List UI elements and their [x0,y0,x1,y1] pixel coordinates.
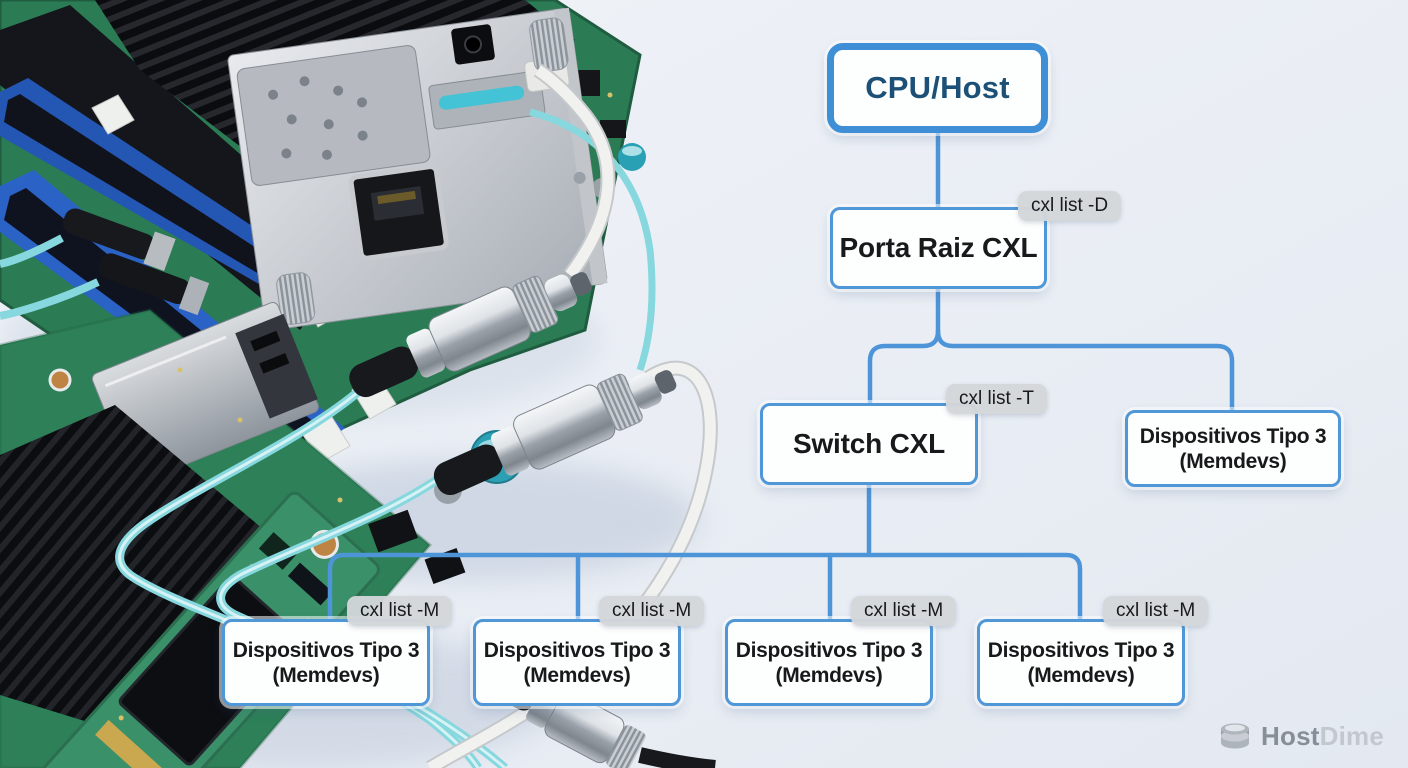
node-memdev-right: Dispositivos Tipo 3 (Memdevs) [1125,410,1341,487]
tag-cxl-list-m-1: cxl list -M [347,596,453,626]
photo-rj45-port [348,164,449,261]
node-memdev-4-line2: (Memdevs) [1027,663,1135,687]
node-memdev-3-line1: Dispositivos Tipo 3 [735,638,923,662]
hostdime-word-dime: Dime [1319,721,1384,751]
photo-thumbscrew-top [529,17,569,73]
tag-cxl-list-d: cxl list -D [1018,191,1122,221]
hostdime-wordmark: HostDime [1261,721,1384,752]
node-memdev-3-line2: (Memdevs) [775,663,883,687]
tag-cxl-list-m-4: cxl list -M [1103,596,1209,626]
node-memdev-right-line2: (Memdevs) [1179,449,1287,473]
node-cpu-host: CPU/Host [827,43,1048,133]
node-memdev-1-line1: Dispositivos Tipo 3 [232,638,420,662]
photo-faceplate [227,7,608,331]
node-switch-label: Switch CXL [792,428,945,459]
photo-shield-module [236,45,431,186]
photo-fiber-connector-b [433,370,677,496]
node-memdev-2-line1: Dispositivos Tipo 3 [483,638,671,662]
node-memdev-4-line1: Dispositivos Tipo 3 [987,638,1175,662]
photo-thumbscrew-bottom [276,272,316,325]
node-switch: Switch CXL [760,403,978,485]
photo-heatsink-bottom [0,405,300,735]
layers-icon [1221,723,1250,748]
connector-bus [327,552,1083,626]
node-memdev-right-line1: Dispositivos Tipo 3 [1139,424,1327,448]
photo-fiber-connector-a [349,272,592,398]
node-root-port-label: Porta Raiz CXL [839,232,1038,263]
photo-fiber-plugs-left [0,208,210,320]
hostdime-watermark: HostDime [1217,721,1384,752]
node-memdev-2-line2: (Memdevs) [523,663,631,687]
node-memdev-1-line2: (Memdevs) [272,663,380,687]
tag-cxl-list-m-2: cxl list -M [599,596,705,626]
connector-rootport-switch [867,284,941,410]
node-memdev-3: Dispositivos Tipo 3 (Memdevs) [725,619,933,706]
photo-black-cable [638,747,716,768]
photo-power-jack [451,24,495,65]
node-memdev-1: Dispositivos Tipo 3 (Memdevs) [222,619,430,706]
connector-rootport-memdev [935,328,1235,417]
node-root-port: Porta Raiz CXL [830,207,1047,289]
tag-cxl-list-m-3: cxl list -M [851,596,957,626]
hostdime-word-host: Host [1261,721,1320,751]
tag-cxl-list-t: cxl list -T [946,384,1047,414]
node-memdev-2: Dispositivos Tipo 3 (Memdevs) [473,619,681,706]
node-cpu-host-label: CPU/Host [865,70,1010,105]
photo-white-cables [426,63,718,768]
node-memdev-4: Dispositivos Tipo 3 (Memdevs) [977,619,1185,706]
